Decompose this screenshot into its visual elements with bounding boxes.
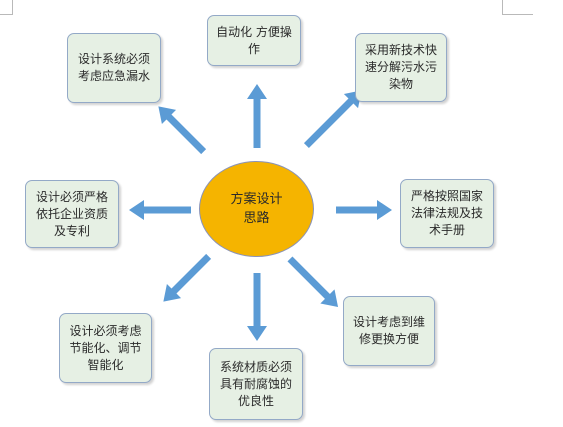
node-right-label: 严格按照国家法律法规及技术手册 <box>410 189 483 237</box>
arrow-up-left <box>158 106 207 155</box>
node-bottom-right-label: 设计考虑到维修更换方便 <box>352 315 425 346</box>
node-top: 自动化 方便操作 <box>207 15 301 66</box>
node-bottom-right: 设计考虑到维修更换方便 <box>343 296 435 366</box>
arrow-down-left <box>163 253 212 302</box>
arrow-up-right <box>303 90 362 149</box>
node-left-label: 设计必须严格依托企业资质及专利 <box>35 189 108 238</box>
arrow-right <box>336 200 392 220</box>
node-bottom-left-label: 设计必须考虑节能化、调节智能化 <box>69 323 142 372</box>
node-top-right: 采用新技术快速分解污水污染物 <box>355 33 447 102</box>
node-left: 设计必须严格依托企业资质及专利 <box>25 180 119 248</box>
node-bottom-label: 系统材质必须具有耐腐蚀的优良性 <box>219 359 292 408</box>
arrow-up <box>247 84 267 148</box>
node-top-left-label: 设计系统必须考虑应急漏水 <box>77 52 150 83</box>
arrow-left <box>129 200 191 220</box>
node-top-label: 自动化 方便操作 <box>216 24 292 56</box>
arrow-down-right <box>287 256 339 308</box>
arrow-down <box>247 273 267 341</box>
node-bottom: 系统材质必须具有耐腐蚀的优良性 <box>209 348 303 420</box>
node-bottom-left: 设计必须考虑节能化、调节智能化 <box>59 313 152 383</box>
page-corner-mark-right <box>502 0 533 15</box>
center-label: 方案设计思路 <box>230 192 283 226</box>
center-ellipse: 方案设计思路 <box>199 161 314 257</box>
node-top-right-label: 采用新技术快速分解污水污染物 <box>364 43 437 91</box>
page-corner-mark-left <box>0 0 13 15</box>
node-top-left: 设计系统必须考虑应急漏水 <box>67 33 161 103</box>
node-right: 严格按照国家法律法规及技术手册 <box>400 179 494 248</box>
